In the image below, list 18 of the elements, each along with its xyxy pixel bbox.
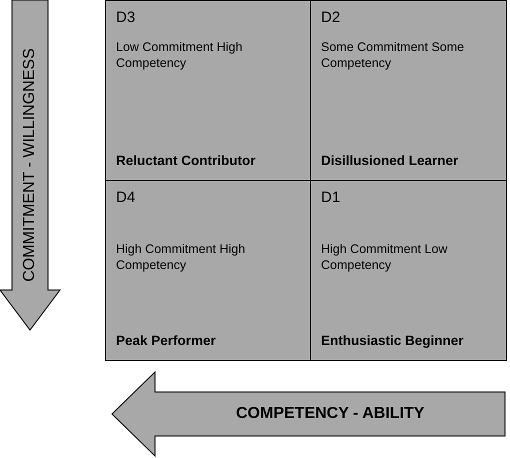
quadrant-title: Disillusioned Learner: [321, 153, 458, 168]
quadrant-code: D2: [321, 9, 340, 26]
quadrant-code: D3: [116, 9, 136, 26]
quadrant-box: [105, 180, 311, 361]
quadrant-description: Some Commitment Some Competency: [321, 39, 466, 71]
quadrant-box: [310, 180, 507, 361]
quadrant-code: D1: [321, 189, 340, 206]
quadrant-title: Reluctant Contributor: [116, 153, 256, 168]
quadrant-box: [310, 0, 507, 181]
quadrant-code: D4: [116, 189, 136, 206]
axis-label: COMPETENCY - ABILITY: [236, 405, 424, 423]
quadrant-box: [105, 0, 311, 181]
quadrant-title: Enthusiastic Beginner: [321, 333, 464, 348]
quadrant-title: Peak Performer: [116, 333, 216, 348]
axis-label: COMMITMENT - WILLINGNESS: [20, 48, 39, 282]
quadrant-description: High Commitment Low Competency: [321, 241, 448, 273]
quadrant-description: Low Commitment High Competency: [116, 39, 244, 71]
quadrant-description: High Commitment High Competency: [116, 241, 246, 273]
